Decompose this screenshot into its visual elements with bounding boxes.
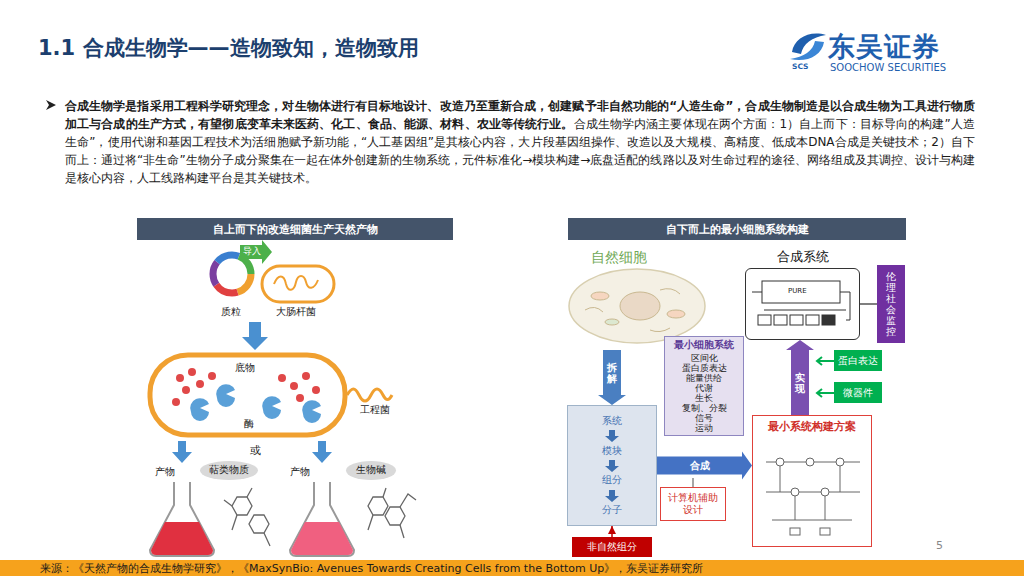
cell-organelles — [585, 289, 685, 332]
label-text: 质粒 — [221, 306, 241, 318]
cad-link — [692, 478, 694, 487]
natural-cell-box: 自然细胞 — [565, 247, 710, 350]
node-text: 区间化 — [691, 353, 718, 363]
node-text: 系统 — [602, 415, 622, 427]
supply-arrow — [611, 526, 613, 537]
label-text: 东吴证券 — [828, 31, 940, 62]
label-text: 工程菌 — [360, 404, 390, 416]
flask — [290, 482, 354, 556]
product-tag: 萜类物质 — [200, 461, 258, 480]
node-text: 最小细胞系统 — [674, 339, 734, 351]
down-arrow — [172, 441, 192, 463]
node-text: 生长 — [695, 393, 713, 403]
synthesis-arrow — [657, 452, 752, 480]
e-coli — [262, 266, 334, 302]
feed-arrow — [817, 389, 834, 397]
label-text: 产物 — [155, 466, 175, 478]
label-text: 大肠杆菌 — [276, 306, 316, 318]
node-text: 伦理社会监控 — [886, 271, 896, 337]
decomposition-panel — [567, 405, 657, 526]
step-arrows — [605, 430, 619, 502]
node-text: 运动 — [695, 423, 713, 433]
label-text: SCS — [792, 63, 808, 72]
product-tag: 生物碱 — [346, 461, 396, 480]
node-text: 微器件 — [843, 386, 873, 400]
realize-arrow — [786, 340, 814, 415]
flask-liquid — [291, 522, 353, 555]
node-text: 组分 — [602, 474, 622, 486]
plasmid — [213, 255, 251, 293]
node-text: 分子 — [602, 504, 622, 516]
slide-title: 1.1 合成生物学——造物致知，造物致用 — [38, 34, 419, 62]
feed-arrow — [817, 357, 834, 365]
node-text: 最小系统构建方案 — [768, 419, 856, 434]
flagellum — [347, 389, 392, 401]
node-text: 自上而下的改造细菌生产天然产物 — [213, 222, 378, 237]
node-text: 生物碱 — [356, 464, 386, 477]
decomposition-box: 系统模块组分分子 — [567, 405, 657, 526]
node-text: 蛋白质表达 — [682, 363, 727, 373]
component-box: 非自然组分 — [572, 537, 652, 557]
plan-box: 最小系统构建方案 — [752, 415, 872, 547]
node-text: 复制、分裂 — [682, 403, 727, 413]
monitor-link — [860, 303, 877, 305]
plan-schematic — [766, 458, 860, 535]
node-text: 模块 — [602, 445, 622, 457]
down-arrow — [242, 322, 268, 350]
label-text: 酶 — [244, 418, 254, 430]
import-arrow — [240, 240, 272, 264]
label-text: 产物 — [290, 466, 310, 478]
system-frame — [745, 268, 860, 340]
down-arrow — [312, 441, 332, 463]
flask-liquid — [151, 522, 213, 555]
natural-cell — [569, 269, 705, 343]
section-band: 自下而上的最小细胞系统构建 — [568, 218, 906, 240]
module-box: 蛋白表达 — [834, 350, 882, 371]
edge-label: 实现 — [795, 372, 805, 394]
node-text: 萜类物质 — [209, 464, 249, 477]
bullet — [46, 100, 56, 110]
edge-label: 拆解 — [607, 362, 617, 384]
label-text: 5 — [936, 540, 943, 553]
node-text: 蛋白表达 — [838, 354, 878, 368]
minimal-cell-box: 最小细胞系统区间化蛋白质表达能量供给代谢生长复制、分裂信号运动 — [664, 336, 744, 436]
node-text: 代谢 — [695, 383, 713, 393]
section-band: 自上而下的改造细菌生产天然产物 — [137, 218, 453, 240]
ethics-box: 伦理社会监控 — [877, 265, 905, 343]
label-text: 或 — [250, 445, 261, 458]
logo-swoosh — [790, 41, 824, 60]
node-text: 合成系统 — [777, 248, 829, 266]
enzymes — [190, 384, 321, 423]
decompose-arrow — [598, 350, 626, 405]
module-box: 微器件 — [834, 382, 882, 403]
node-text: 非自然组分 — [587, 540, 637, 554]
flask — [150, 482, 214, 556]
node-text: 能量供给 — [686, 373, 722, 383]
node-text: 信号 — [695, 413, 713, 423]
edge-label: 合成 — [690, 460, 710, 471]
engineered-bacterium — [150, 355, 345, 435]
footer-bar — [0, 560, 1024, 576]
node-text: 自然细胞 — [591, 249, 647, 267]
node-text: 计算机辅助设计 — [664, 492, 722, 516]
cad-box: 计算机辅助设计 — [660, 487, 726, 521]
alkaloid-molecule — [368, 488, 416, 538]
dna-strand — [274, 276, 318, 290]
label-text: SOOCHOW SECURITIES — [830, 62, 946, 74]
intro-paragraph: 合成生物学是指采用工程科学研究理念，对生物体进行有目标地设计、改造乃至重新合成，… — [65, 97, 975, 187]
source-caption: 来源：《天然产物的合成生物学研究》，《MaxSynBio: Avenues To… — [40, 561, 703, 576]
system-schematic — [752, 281, 850, 325]
terpene-molecule — [224, 488, 270, 546]
label-text: 底物 — [235, 362, 255, 374]
label-text: 导入 — [243, 246, 261, 256]
label-text: PURE — [788, 287, 807, 295]
node-text: 自下而上的最小细胞系统构建 — [666, 222, 809, 237]
